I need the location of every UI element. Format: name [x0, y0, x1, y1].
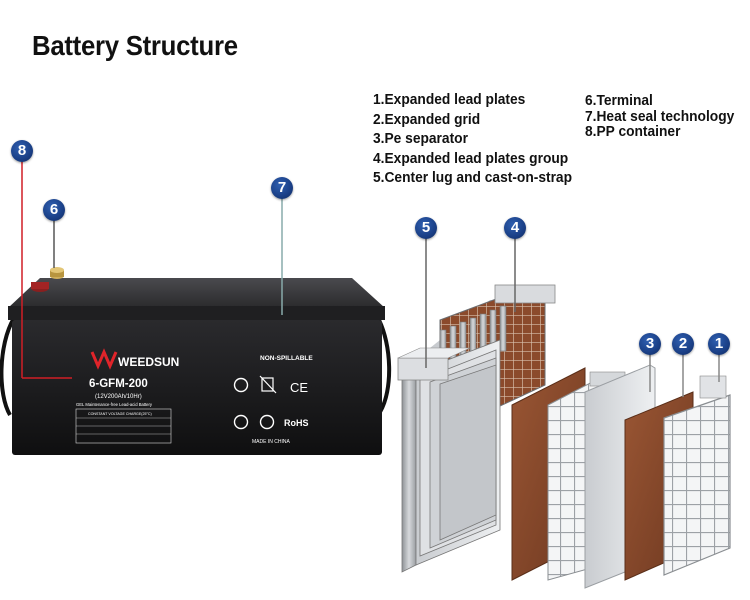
page-title: Battery Structure [32, 30, 238, 61]
recycle-icon [233, 377, 249, 393]
battery-container [12, 320, 382, 455]
brand-logo-mark [90, 348, 118, 370]
no-trash-icon [261, 377, 274, 392]
non-spillable-text: NON-SPILLABLE [260, 355, 313, 362]
legend-item-2: 2.Expanded grid [373, 111, 481, 128]
made-in-text: MADE IN CHINA [252, 439, 290, 445]
battery-lid [8, 278, 385, 308]
marker-7: 7 [271, 177, 293, 199]
brand-name: WEEDSUN [118, 355, 179, 369]
legend-left: 1.Expanded lead plates 2.Expanded grid 3… [373, 91, 572, 189]
plate-group [397, 284, 556, 573]
legend-item-5: 5.Center lug and cast-on-strap [373, 170, 573, 186]
marker-8: 8 [11, 140, 33, 162]
legend-item-3: 3.Pe separator [373, 131, 468, 147]
recycle-bin-icon [259, 414, 275, 430]
ce-mark: CE [290, 380, 308, 395]
model-name: 6-GFM-200 [89, 378, 148, 390]
marker-2: 2 [672, 333, 694, 355]
marker-5: 5 [415, 217, 437, 239]
no-fire-icon [233, 414, 249, 430]
legend-item-7: 7.Heat seal technology [585, 108, 735, 125]
battery-description: GEL Maintenance-free Lead-acid Battery [76, 402, 153, 407]
marker-1: 1 [708, 333, 730, 355]
battery-label: WEEDSUN 6-GFM-200 (12V200Ah/10Hr) GEL Ma… [75, 348, 313, 445]
legend-item-1: 1.Expanded lead plates [373, 92, 526, 108]
legend-right: 6.Terminal 7.Heat seal technology 8.PP c… [585, 93, 735, 141]
marker-4: 4 [504, 217, 526, 239]
legend-item-4: 4.Expanded lead plates group [373, 150, 569, 167]
marker-3: 3 [639, 333, 661, 355]
charge-header: CONSTANT VOLTAGE CHARGE(25°C) [88, 412, 152, 416]
left-handle [0, 316, 16, 417]
legend-item-6: 6.Terminal [585, 93, 653, 109]
leader-lines [21, 160, 720, 397]
rohs-mark: RoHS [284, 418, 309, 428]
battery-illustration: WEEDSUN 6-GFM-200 (12V200Ah/10Hr) GEL Ma… [0, 267, 392, 455]
legend-item-8: 8.PP container [585, 124, 681, 140]
battery-terminal [31, 267, 64, 292]
model-rating: (12V200Ah/10Hr) [95, 394, 142, 400]
marker-6: 6 [43, 199, 65, 221]
